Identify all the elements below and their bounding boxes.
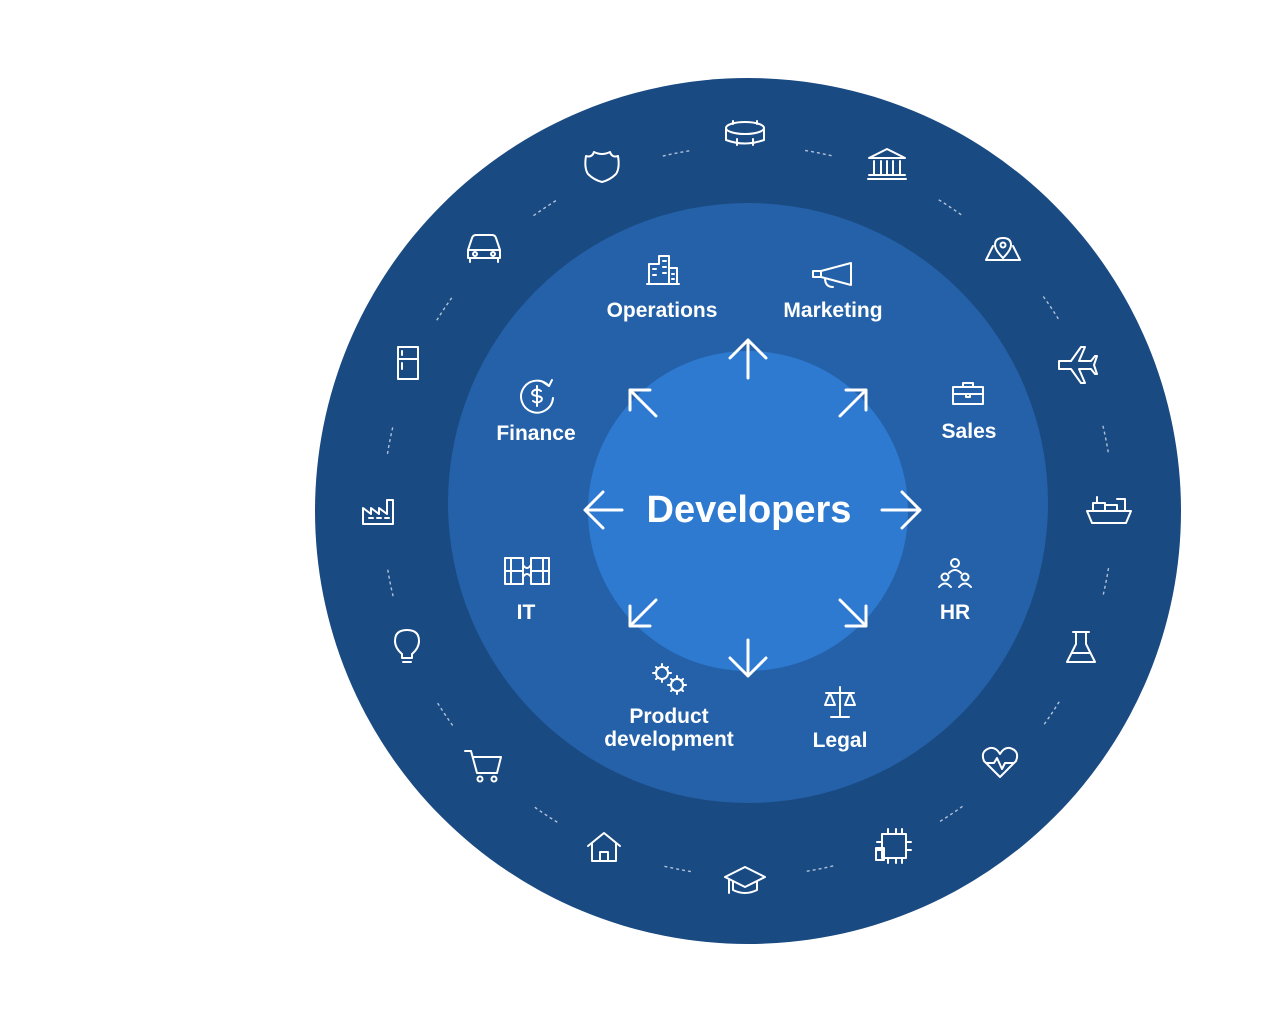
dashed-arc-segment xyxy=(436,296,454,321)
graduation-cap-icon xyxy=(724,866,766,894)
gears-icon xyxy=(652,663,687,695)
chip-icon xyxy=(875,828,912,864)
dashed-arc-segment xyxy=(804,865,834,873)
dept-product-development: Product development xyxy=(604,663,734,751)
dashed-arc-segment xyxy=(662,149,692,157)
ship-icon xyxy=(1086,496,1132,524)
dashed-arc-segment xyxy=(662,865,692,873)
refrigerator-icon xyxy=(397,346,419,380)
arrow-up-right-icon xyxy=(838,388,868,418)
dept-label-line2: development xyxy=(604,728,734,751)
arrow-down-left-icon xyxy=(628,598,658,628)
arrow-down-icon xyxy=(728,638,768,678)
dashed-arc-segment xyxy=(1042,701,1060,726)
factory-icon xyxy=(362,499,394,525)
dept-label: Sales xyxy=(942,420,997,443)
dept-legal: Legal xyxy=(813,686,868,752)
dashed-arc-segment xyxy=(1102,425,1110,455)
briefcase-icon xyxy=(952,382,984,405)
arrow-left-icon xyxy=(583,490,624,530)
dashed-arc-segment xyxy=(386,567,394,597)
dept-label: IT xyxy=(517,601,536,624)
developers-core xyxy=(588,351,908,671)
arrow-right-icon xyxy=(880,490,922,530)
center-label: Developers xyxy=(647,489,852,531)
dept-hr: HR xyxy=(938,558,972,624)
people-icon xyxy=(938,558,972,588)
map-pin-icon xyxy=(985,237,1021,261)
car-icon xyxy=(467,234,501,263)
stadium-icon xyxy=(725,120,765,146)
dept-operations: Operations xyxy=(607,255,718,322)
heart-pulse-icon xyxy=(981,746,1019,778)
dashed-arc-segment xyxy=(804,149,834,157)
dept-label: Marketing xyxy=(783,299,882,322)
dept-label: Operations xyxy=(607,299,718,322)
airplane-icon xyxy=(1058,346,1098,384)
dashed-arc-segment xyxy=(533,805,558,823)
scales-icon xyxy=(824,686,856,718)
dept-it: IT xyxy=(504,557,550,624)
dashed-arc-segment xyxy=(436,701,454,726)
building-icon xyxy=(646,255,680,285)
dashed-arc-segment xyxy=(1102,567,1110,597)
shopping-cart-icon xyxy=(464,750,502,783)
arrow-up-icon xyxy=(728,338,768,380)
dashed-arc-segment xyxy=(533,199,558,217)
flask-icon xyxy=(1066,631,1096,663)
dept-sales: Sales xyxy=(942,382,997,443)
arrow-down-right-icon xyxy=(838,598,868,628)
server-icon xyxy=(504,557,550,585)
dashed-arc-segment xyxy=(938,199,963,217)
megaphone-icon xyxy=(812,262,852,288)
industry-dashed-ring xyxy=(386,149,1110,873)
arrow-up-left-icon xyxy=(628,388,658,418)
home-icon xyxy=(587,832,621,862)
lightbulb-icon xyxy=(394,629,420,663)
dept-label: Legal xyxy=(813,729,868,752)
dashed-arc-segment xyxy=(386,425,394,455)
dept-label: HR xyxy=(940,601,970,624)
dashed-arc-segment xyxy=(1042,296,1060,321)
dollar-cycle-icon xyxy=(520,379,554,414)
dept-label: Product xyxy=(629,705,708,728)
dashed-arc-segment xyxy=(938,805,963,823)
shield-icon xyxy=(584,151,620,183)
outward-arrows xyxy=(583,338,922,678)
bank-icon xyxy=(867,148,907,180)
dept-label: Finance xyxy=(496,422,575,445)
dept-finance: Finance xyxy=(496,379,576,445)
dept-marketing: Marketing xyxy=(783,262,883,322)
